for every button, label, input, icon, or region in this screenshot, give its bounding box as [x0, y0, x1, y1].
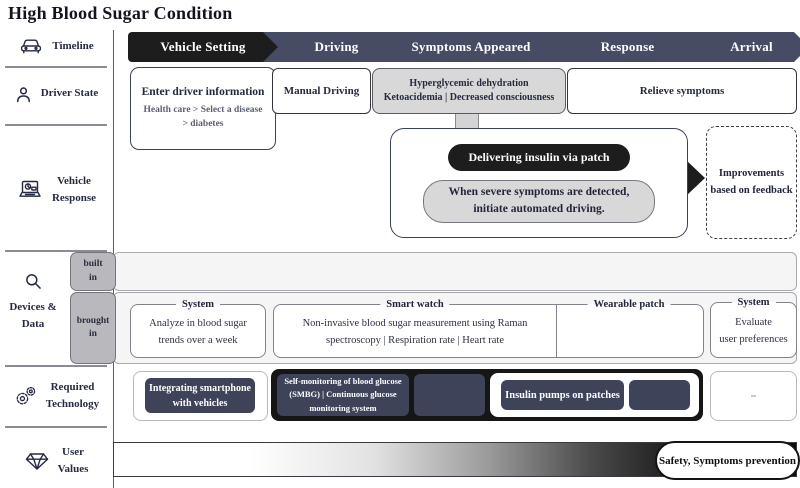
- tech-line: with vehicles: [172, 397, 228, 409]
- sidebar-label-timeline: Timeline: [52, 40, 94, 53]
- tab-line: brought: [76, 315, 110, 326]
- smartphone-pill: Integrating smartphone with vehicles: [145, 378, 255, 413]
- sidebar-item-timeline: Timeline: [0, 33, 113, 61]
- symptoms-line: Ketoacidemia | Decreased consciousness: [383, 92, 555, 103]
- person-icon: [15, 86, 32, 103]
- relieve-symptoms-box: Relieve symptoms: [567, 68, 797, 114]
- improvements-box: Improvements based on feedback: [706, 126, 797, 239]
- relieve-symptoms-label: Relieve symptoms: [639, 85, 725, 97]
- page-title: High Blood Sugar Condition: [8, 3, 233, 23]
- smbg-pill: Self-monitoring of blood glucose (SMBG) …: [277, 374, 409, 416]
- car-icon: [19, 38, 43, 56]
- insulin-tech-box: Insulin pumps on patches: [490, 373, 699, 417]
- timeline-stage-response: Response: [532, 32, 721, 62]
- automated-line: initiate automated driving.: [473, 203, 605, 215]
- tech-line: Integrating smartphone: [149, 382, 251, 394]
- timeline-stage-arrival: Arrival: [692, 32, 800, 62]
- symptoms-box: Hyperglycemic dehydration Ketoacidemia |…: [372, 68, 566, 114]
- label-line: Data: [21, 318, 45, 331]
- label-line: Required: [50, 380, 95, 393]
- sidebar-item-devices-data: Devices & Data: [2, 272, 64, 333]
- automated-driving-pill: When severe symptoms are detected, initi…: [423, 179, 655, 223]
- sidebar-item-user-values: User Values: [0, 444, 113, 478]
- magnifier-icon: [24, 272, 43, 291]
- symptoms-line: Hyperglycemic dehydration: [409, 77, 529, 89]
- glucose-tech-container: Self-monitoring of blood glucose (SMBG) …: [271, 369, 703, 421]
- automated-line: When severe symptoms are detected,: [448, 185, 630, 198]
- sidebar-item-vehicle-response: Vehicle Response: [0, 168, 113, 212]
- label-line: Technology: [45, 398, 100, 410]
- built-in-tab: built in: [70, 252, 116, 291]
- symptoms-response-connector: [455, 110, 479, 130]
- diamond-icon: [25, 452, 49, 471]
- section-divider: [556, 305, 558, 357]
- system-analyze-text: Analyze in blood sugar trends over a wee…: [131, 316, 265, 350]
- sub-line: Health care > Select a disease: [143, 104, 263, 115]
- insulin-pumps-pill: Insulin pumps on patches: [501, 380, 624, 410]
- improvements-line: based on feedback: [710, 184, 793, 196]
- sidebar-label-required-technology: Required Technology: [46, 379, 99, 413]
- dev-line: Non-invasive blood sugar measurement usi…: [302, 318, 528, 329]
- system-legend: System: [731, 295, 776, 310]
- manual-driving-label: Manual Driving: [283, 85, 360, 97]
- wearable-patch-legend: Wearable patch: [587, 297, 671, 312]
- row-divider: [5, 250, 107, 252]
- smartphone-tech-box: Integrating smartphone with vehicles: [133, 371, 268, 421]
- sidebar-item-required-technology: Required Technology: [0, 374, 113, 418]
- brought-in-tab: brought in: [70, 292, 116, 364]
- smart-watch-text: Non-invasive blood sugar measurement usi…: [274, 316, 556, 350]
- manual-driving-box: Manual Driving: [272, 68, 371, 114]
- sidebar-label-user-values: User Values: [58, 444, 89, 478]
- label-line: Response: [51, 192, 96, 204]
- vehicle-response-box: Delivering insulin via patch When severe…: [390, 128, 688, 238]
- timeline-stage-symptoms-appeared: Symptoms Appeared: [379, 32, 561, 62]
- row-divider: [5, 426, 107, 428]
- insulin-patch-pill: Delivering insulin via patch: [448, 143, 630, 171]
- tech-line: monitoring system: [309, 402, 377, 413]
- tech-line: (SMBG) | Continuous glucose: [289, 389, 397, 400]
- row-divider: [5, 365, 107, 367]
- gears-icon: [14, 386, 37, 407]
- sub-line: > diabetes: [182, 119, 224, 129]
- dev-line: user preferences: [719, 333, 788, 345]
- tab-line: in: [89, 272, 97, 283]
- dev-line: trends over a week: [158, 334, 238, 346]
- enter-driver-info-title: Enter driver information: [141, 85, 265, 98]
- timeline-stage-vehicle-setting: Vehicle Setting: [128, 32, 288, 62]
- enter-driver-info-box: Enter driver information Health care > S…: [130, 67, 276, 150]
- system-legend: System: [175, 297, 221, 312]
- dev-line: Evaluate: [735, 317, 772, 328]
- row-divider: [5, 66, 107, 68]
- user-values-badge: Safety, Symptoms prevention: [655, 441, 800, 480]
- built-in-band: [113, 252, 797, 291]
- enter-driver-info-sub: Health care > Select a disease > diabete…: [144, 103, 263, 132]
- improvements-line: Improvements: [718, 167, 785, 179]
- sidebar-label-vehicle-response: Vehicle Response: [52, 173, 96, 207]
- dev-line: spectroscopy | Respiration rate | Heart …: [326, 334, 504, 346]
- dev-line: Analyze in blood sugar: [149, 318, 247, 329]
- tech-line: Self-monitoring of blood glucose: [284, 376, 402, 387]
- feedback-arrow-icon: [686, 160, 705, 196]
- smart-watch-legend: Smart watch: [380, 297, 450, 312]
- empty-tech-pill: [629, 380, 690, 410]
- tab-line: in: [89, 329, 97, 339]
- empty-tech-pill: [414, 374, 485, 416]
- sidebar-label-devices-data: Devices & Data: [2, 299, 64, 333]
- label-line: Vehicle: [57, 174, 91, 187]
- label-line: Values: [57, 463, 89, 475]
- label-line: Devices &: [9, 301, 57, 313]
- system-evaluate-text: Evaluate user preferences: [711, 315, 796, 349]
- sidebar-item-driver-state: Driver State: [0, 80, 113, 108]
- laptop-icon: [17, 180, 43, 200]
- sidebar-label-driver-state: Driver State: [40, 87, 99, 100]
- system-evaluate-box: System Evaluate user preferences: [710, 295, 797, 358]
- smartwatch-wearable-box: Smart watch Wearable patch Non-invasive …: [273, 297, 704, 358]
- row-divider: [5, 124, 107, 126]
- empty-tech-box: [710, 371, 797, 421]
- timeline-stage-driving: Driving: [263, 32, 408, 62]
- tab-line: built: [83, 259, 103, 270]
- system-analyze-box: System Analyze in blood sugar trends ove…: [130, 297, 266, 358]
- placeholder-dash: [751, 395, 756, 397]
- label-line: User: [62, 445, 84, 458]
